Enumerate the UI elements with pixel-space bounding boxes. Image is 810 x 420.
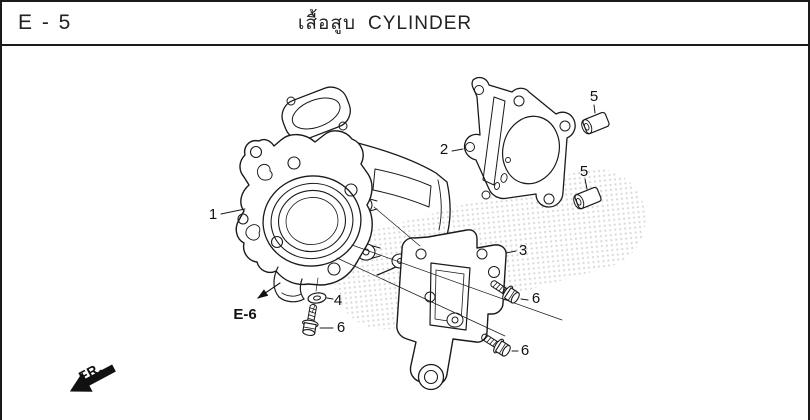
callout-1: 1 xyxy=(209,206,217,223)
front-direction-arrow-icon: FR. xyxy=(69,359,116,392)
callout-6: 6 xyxy=(532,290,540,307)
page-title-thai: เสื้อสูบ xyxy=(297,13,357,34)
callout-2: 2 xyxy=(440,141,448,158)
callout-4: 4 xyxy=(334,292,342,309)
gasket-part xyxy=(463,76,576,208)
page-title-en: CYLINDER xyxy=(368,13,473,34)
callout-5: 5 xyxy=(590,88,598,105)
callout-6: 6 xyxy=(521,342,529,359)
callout-6: 6 xyxy=(337,319,345,336)
washer-part xyxy=(307,292,327,304)
cylinder-part xyxy=(235,86,451,303)
alignment-lines xyxy=(311,206,563,337)
section-code: E - 5 xyxy=(18,11,73,34)
bracket-part xyxy=(396,229,507,391)
section-reference-e6: E-6 xyxy=(233,282,281,323)
callout-3: 3 xyxy=(519,242,527,259)
callout-5: 5 xyxy=(580,163,588,180)
exploded-parts-diagram: 1 2 3 4 5 5 6 6 6 E-6 FR. xyxy=(2,46,808,420)
callout-leader-lines xyxy=(220,104,596,352)
section-reference-label: E-6 xyxy=(233,306,256,323)
dowel-pin xyxy=(581,111,610,135)
bolt xyxy=(300,302,322,338)
dowel-pin xyxy=(573,186,602,210)
page-title: เสื้อสูบ CYLINDER xyxy=(2,8,768,38)
header-bar: E - 5 เสื้อสูบ CYLINDER xyxy=(2,2,808,46)
